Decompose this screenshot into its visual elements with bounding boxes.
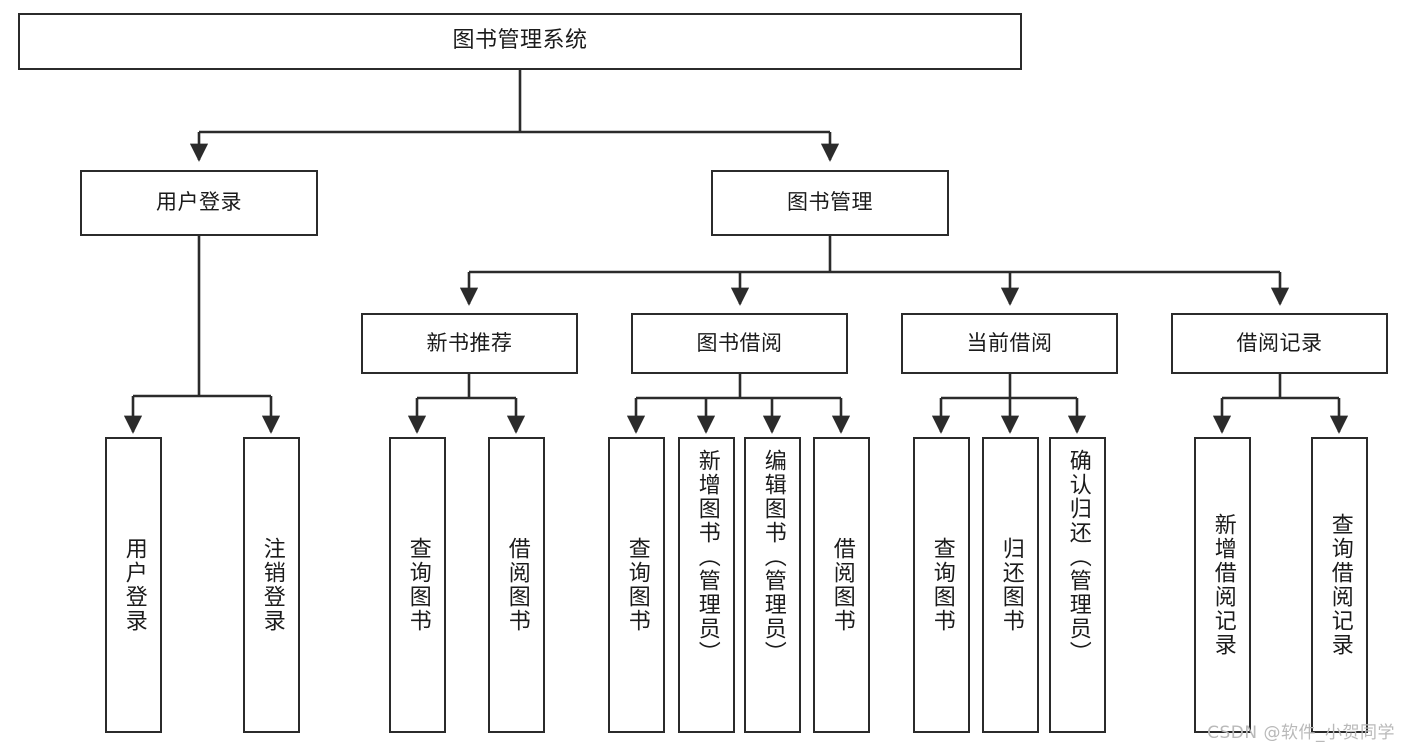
node-leaf-query-book-1-label: 查询图书 xyxy=(405,537,431,633)
node-leaf-return-book-label: 归还图书 xyxy=(998,537,1024,633)
watermark-text: CSDN @软件_小贺同学 xyxy=(1207,723,1395,743)
node-leaf-logout-login[interactable]: 注销登录 xyxy=(243,437,300,733)
node-leaf-query-book-1[interactable]: 查询图书 xyxy=(389,437,446,733)
node-book-borrow-label: 图书借阅 xyxy=(696,330,783,355)
node-book-borrow[interactable]: 图书借阅 xyxy=(631,313,848,374)
node-user-login-label: 用户登录 xyxy=(156,190,242,215)
node-current-borrow[interactable]: 当前借阅 xyxy=(901,313,1118,374)
node-leaf-borrow-book-2-label: 借阅图书 xyxy=(829,537,855,633)
node-leaf-query-book-2-label: 查询图书 xyxy=(624,537,650,633)
node-leaf-borrow-book-1[interactable]: 借阅图书 xyxy=(488,437,545,733)
node-leaf-return-book[interactable]: 归还图书 xyxy=(982,437,1039,733)
node-leaf-query-borrow-record[interactable]: 查询借阅记录 xyxy=(1311,437,1368,733)
node-leaf-edit-book-admin-label: 编辑图书（管理员） xyxy=(760,449,786,665)
node-book-manage[interactable]: 图书管理 xyxy=(711,170,949,236)
node-user-login[interactable]: 用户登录 xyxy=(80,170,318,236)
node-leaf-add-borrow-record-label: 新增借阅记录 xyxy=(1210,513,1236,657)
node-leaf-query-borrow-record-label: 查询借阅记录 xyxy=(1327,513,1353,657)
node-leaf-query-book-2[interactable]: 查询图书 xyxy=(608,437,665,733)
node-leaf-add-book-admin[interactable]: 新增图书（管理员） xyxy=(678,437,735,733)
node-leaf-borrow-book-2[interactable]: 借阅图书 xyxy=(813,437,870,733)
node-borrow-record-label: 借阅记录 xyxy=(1236,330,1323,355)
node-leaf-add-book-admin-label: 新增图书（管理员） xyxy=(694,449,720,665)
node-leaf-user-login-label: 用户登录 xyxy=(121,537,147,633)
node-leaf-user-login[interactable]: 用户登录 xyxy=(105,437,162,733)
node-root[interactable]: 图书管理系统 xyxy=(18,13,1022,70)
node-root-label: 图书管理系统 xyxy=(452,28,588,54)
node-borrow-record[interactable]: 借阅记录 xyxy=(1171,313,1388,374)
node-leaf-confirm-return-admin-label: 确认归还（管理员） xyxy=(1065,449,1091,665)
node-leaf-query-book-3[interactable]: 查询图书 xyxy=(913,437,970,733)
node-new-book-recommend[interactable]: 新书推荐 xyxy=(361,313,578,374)
node-leaf-query-book-3-label: 查询图书 xyxy=(929,537,955,633)
node-new-book-recommend-label: 新书推荐 xyxy=(426,330,513,355)
node-current-borrow-label: 当前借阅 xyxy=(966,330,1053,355)
node-leaf-logout-login-label: 注销登录 xyxy=(259,537,285,633)
node-leaf-borrow-book-1-label: 借阅图书 xyxy=(504,537,530,633)
node-leaf-add-borrow-record[interactable]: 新增借阅记录 xyxy=(1194,437,1251,733)
node-leaf-confirm-return-admin[interactable]: 确认归还（管理员） xyxy=(1049,437,1106,733)
node-leaf-edit-book-admin[interactable]: 编辑图书（管理员） xyxy=(744,437,801,733)
node-book-manage-label: 图书管理 xyxy=(787,190,873,215)
